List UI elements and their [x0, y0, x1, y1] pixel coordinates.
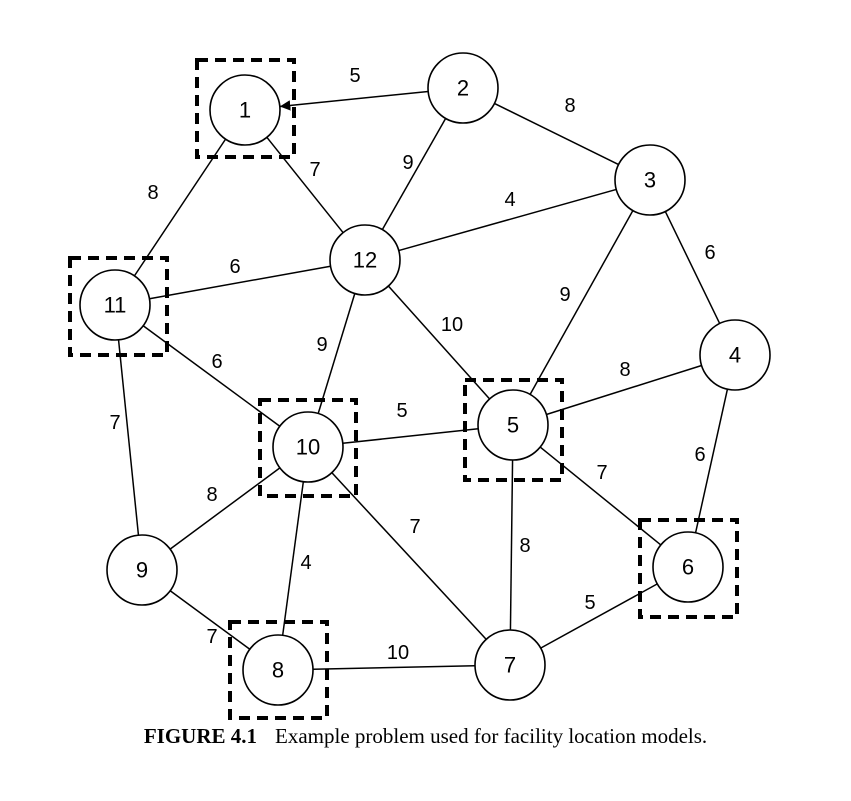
edge-weight-12-10: 9: [316, 334, 327, 356]
facility-box-node-1: [195, 58, 296, 159]
node-circle-12: [329, 224, 401, 296]
edge-12-5: [387, 285, 491, 400]
edge-weight-1-12: 7: [309, 159, 320, 181]
node-label-10: 10: [296, 435, 320, 460]
figure-caption-label: FIGURE 4.1: [143, 724, 258, 748]
node-circle-4: [699, 319, 771, 391]
edge-weight-2-12: 9: [402, 152, 413, 174]
network-edges: [117, 90, 729, 670]
edge-10-9: [169, 467, 281, 550]
node-11: 11: [79, 269, 151, 341]
node-circle-8: [242, 634, 314, 706]
edge-5-6: [539, 446, 662, 546]
node-label-2: 2: [457, 76, 469, 101]
figure-caption-text: Example problem used for facility locati…: [275, 724, 708, 748]
edge-weight-11-12: 6: [229, 256, 240, 278]
node-circle-6: [652, 531, 724, 603]
edge-3-12: [398, 188, 617, 252]
edge-10-7: [331, 472, 487, 640]
facility-box-node-6: [638, 518, 739, 619]
node-12: 12: [329, 224, 401, 296]
edge-weight-2-3: 8: [564, 95, 575, 117]
node-label-4: 4: [729, 343, 741, 368]
edge-weight-10-7: 7: [409, 516, 420, 538]
node-label-11: 11: [104, 293, 127, 318]
edge-2-1: [279, 90, 429, 111]
node-label-7: 7: [504, 653, 516, 678]
edge-weight-10-8: 4: [300, 552, 311, 574]
edge-1-11: [133, 138, 227, 277]
node-circle-9: [106, 534, 178, 606]
node-circle-2: [427, 52, 499, 124]
edge-6-7: [540, 583, 658, 649]
edge-5-7: [509, 459, 514, 631]
node-5: 5: [477, 389, 549, 461]
node-3: 3: [614, 144, 686, 216]
node-4: 4: [699, 319, 771, 391]
edge-3-5: [529, 210, 634, 395]
edge-weight-1-11: 8: [147, 182, 158, 204]
node-label-3: 3: [644, 168, 656, 193]
edge-weight-5-6: 7: [596, 462, 607, 484]
node-8: 8: [242, 634, 314, 706]
edge-weight-2-1: 5: [349, 65, 360, 87]
edge-4-6: [694, 389, 729, 533]
edge-weight-4-6: 6: [694, 444, 705, 466]
edge-9-8: [169, 590, 251, 650]
edge-weight-8-7: 10: [387, 642, 409, 664]
node-circle-10: [272, 411, 344, 483]
edge-weight-9-8: 7: [206, 626, 217, 648]
edge-2-12: [381, 118, 447, 230]
node-1: 1: [209, 74, 281, 146]
node-circle-5: [477, 389, 549, 461]
edge-weight-3-4: 6: [704, 242, 715, 264]
node-label-8: 8: [272, 658, 284, 683]
node-circle-1: [209, 74, 281, 146]
node-circle-7: [474, 629, 546, 701]
figure-caption: FIGURE 4.1 Example problem used for facil…: [0, 724, 851, 749]
node-label-6: 6: [682, 555, 694, 580]
edge-weight-10-9: 8: [206, 484, 217, 506]
node-9: 9: [106, 534, 178, 606]
node-7: 7: [474, 629, 546, 701]
edge-11-12: [149, 265, 331, 300]
edge-10-8: [281, 481, 305, 636]
node-circle-3: [614, 144, 686, 216]
node-2: 2: [427, 52, 499, 124]
edge-weight-3-12: 4: [504, 189, 515, 211]
edge-2-3: [494, 102, 619, 166]
edge-weight-11-10: 6: [211, 351, 222, 373]
node-label-1: 1: [239, 98, 251, 123]
node-6: 6: [652, 531, 724, 603]
edge-11-9: [117, 339, 140, 536]
edge-weight-11-9: 7: [109, 412, 120, 434]
edge-12-10: [317, 293, 356, 414]
edge-weight-10-5: 5: [396, 400, 407, 422]
facility-box-node-8: [228, 620, 329, 720]
edge-weight-12-5: 10: [441, 314, 463, 336]
edge-weight-4-5: 8: [619, 359, 630, 381]
node-circle-11: [79, 269, 151, 341]
edge-10-5: [342, 427, 479, 445]
edge-1-12: [266, 136, 344, 234]
node-label-9: 9: [136, 558, 148, 583]
edge-8-7: [312, 665, 476, 670]
facility-box-node-10: [258, 398, 358, 498]
edge-weights: 5 8 9 7 8 4 6 9 6 10 9 6 7 8 6 5 7 8 8 4 7 5 7 10: [109, 65, 715, 664]
edge-11-10: [142, 325, 281, 427]
node-label-5: 5: [507, 413, 519, 438]
edge-4-5: [546, 364, 702, 416]
node-label-12: 12: [353, 248, 377, 273]
edge-weight-5-7: 8: [519, 535, 530, 557]
edge-weight-3-5: 9: [559, 284, 570, 306]
node-10: 10: [272, 411, 344, 483]
edge-3-4: [664, 211, 721, 324]
facility-box-node-11: [68, 256, 169, 357]
edge-weight-6-7: 5: [584, 592, 595, 614]
